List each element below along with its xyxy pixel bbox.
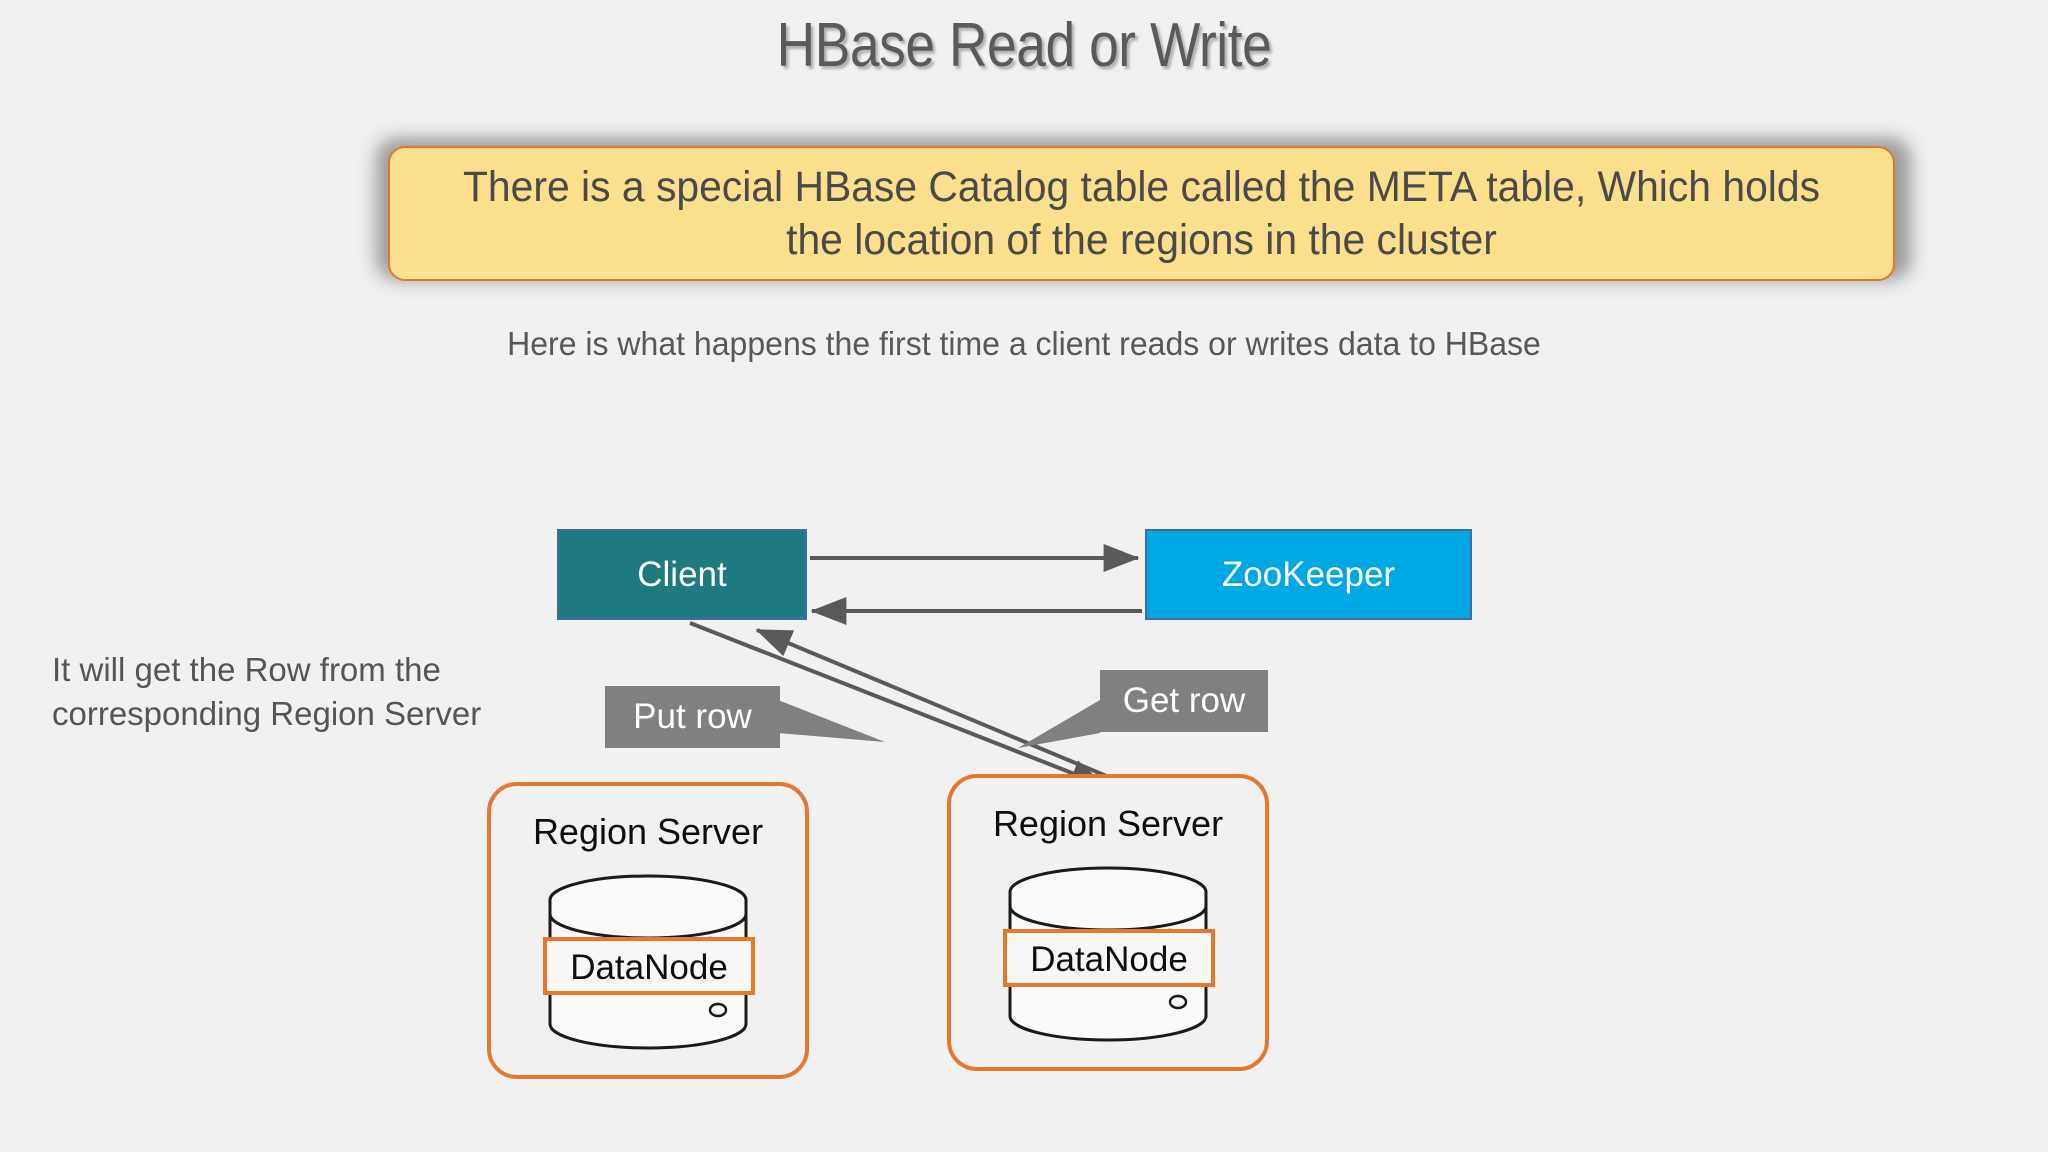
region-server-left[interactable]: Region Server DataNode xyxy=(487,782,809,1079)
zookeeper-node-label: ZooKeeper xyxy=(1221,554,1396,594)
client-node[interactable]: Client xyxy=(557,529,807,620)
datanode-label-left: DataNode xyxy=(543,937,755,995)
put-row-label: Put row xyxy=(605,686,780,748)
page-title: HBase Read or Write xyxy=(776,11,1272,80)
callout-text: There is a special HBase Catalog table c… xyxy=(462,163,1821,264)
region-server-left-label: Region Server xyxy=(532,811,764,852)
get-row-tail xyxy=(1018,700,1100,748)
put-row-text: Put row xyxy=(633,697,752,736)
datanode-label-right: DataNode xyxy=(1003,929,1215,987)
client-node-label: Client xyxy=(637,554,727,594)
get-row-label: Get row xyxy=(1100,670,1268,732)
get-row-text: Get row xyxy=(1122,681,1246,720)
meta-table-callout: There is a special HBase Catalog table c… xyxy=(388,146,1895,281)
left-note-text: It will get the Row from the correspondi… xyxy=(52,651,482,732)
region-server-right[interactable]: Region Server DataNode xyxy=(947,774,1269,1071)
region-server-right-label: Region Server xyxy=(992,803,1224,844)
subtitle-text: Here is what happens the first time a cl… xyxy=(507,325,1541,362)
arrow-region-server-to-client xyxy=(755,628,1141,792)
zookeeper-node[interactable]: ZooKeeper xyxy=(1145,529,1472,620)
put-row-tail xyxy=(778,700,885,742)
